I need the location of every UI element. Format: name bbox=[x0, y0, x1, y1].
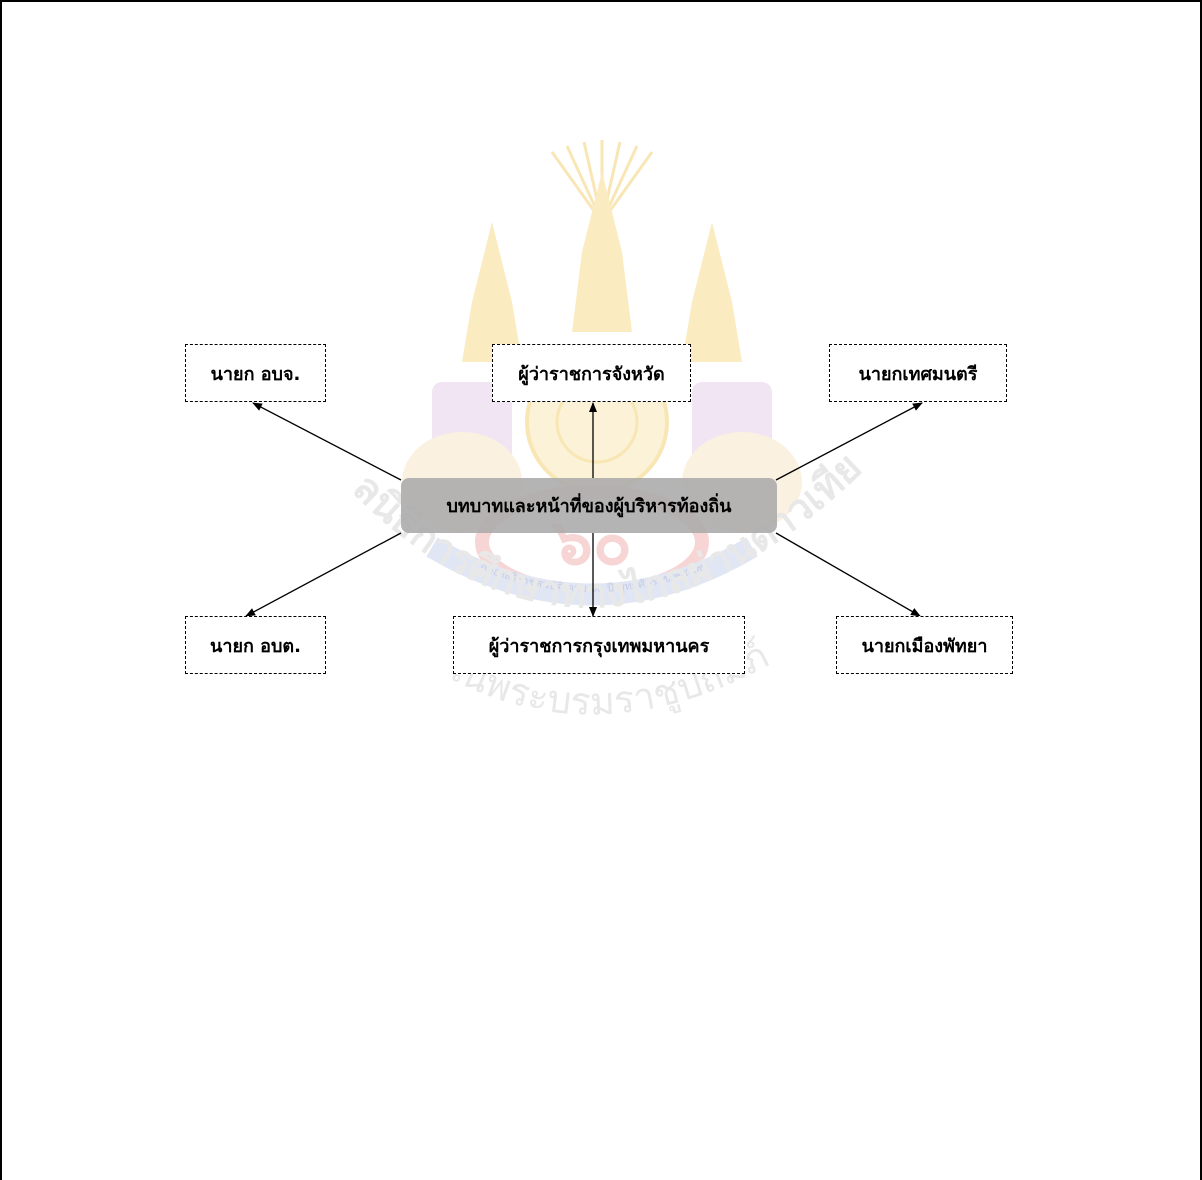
node-bottom-left: นายก อบต. bbox=[185, 616, 326, 674]
node-top-center: ผู้ว่าราชการจังหวัด bbox=[492, 344, 691, 402]
center-node: บทบาทและหน้าที่ของผู้บริหารท้องถิ่น bbox=[401, 478, 777, 533]
left-spire bbox=[462, 222, 522, 362]
node-top-center-label: ผู้ว่าราชการจังหวัด bbox=[518, 363, 665, 385]
arrow-to-bottom-left bbox=[245, 532, 402, 617]
node-top-left-label: นายก อบจ. bbox=[210, 363, 301, 385]
node-top-left: นายก อบจ. bbox=[185, 344, 326, 402]
node-bottom-center-label: ผู้ว่าราชการกรุงเทพมหานคร bbox=[488, 635, 710, 657]
central-spire bbox=[572, 172, 632, 332]
node-bottom-center: ผู้ว่าราชการกรุงเทพมหานคร bbox=[453, 616, 745, 674]
emblem-ribbon bbox=[426, 537, 758, 606]
center-node-label: บทบาทและหน้าที่ของผู้บริหารท้องถิ่น bbox=[446, 496, 732, 517]
node-bottom-right: นายกเมืองพัทยา bbox=[836, 616, 1013, 674]
node-top-right-label: นายกเทศมนตรี bbox=[858, 363, 978, 385]
arrow-to-top-left bbox=[252, 402, 402, 481]
node-top-right: นายกเทศมนตรี bbox=[829, 344, 1007, 402]
arrow-to-bottom-right bbox=[775, 532, 921, 617]
right-spire bbox=[682, 222, 742, 362]
node-bottom-left-label: นายก อบต. bbox=[210, 635, 301, 657]
node-bottom-right-label: นายกเมืองพัทยา bbox=[861, 635, 988, 657]
arrow-to-top-right bbox=[775, 402, 923, 481]
